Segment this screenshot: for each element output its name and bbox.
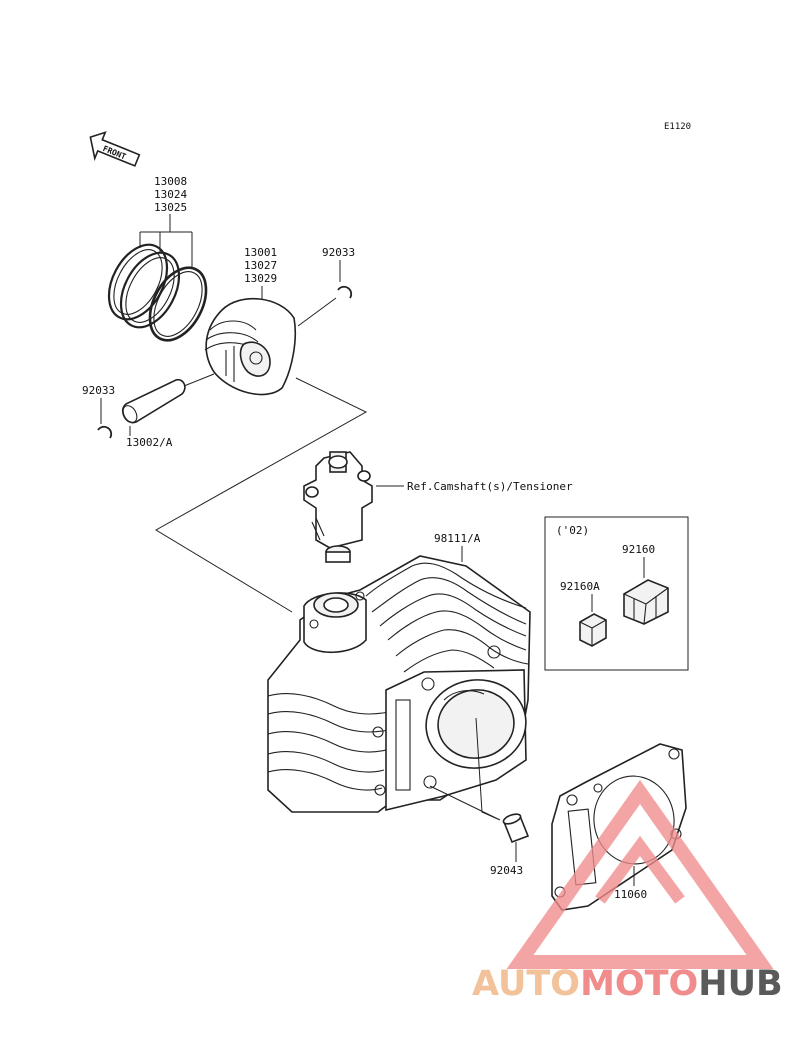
- svg-text:AUTOMOTOHUB: AUTOMOTOHUB: [472, 964, 783, 1004]
- label-13029: 13029: [244, 272, 277, 285]
- watermark-hub: HUB: [698, 964, 782, 1004]
- label-13027: 13027: [244, 259, 277, 272]
- diagram-code: E1120: [664, 122, 691, 132]
- front-arrow-icon: FRONT: [89, 131, 141, 167]
- label-92033-right: 92033: [322, 246, 355, 259]
- watermark-moto: MOTO: [580, 964, 698, 1004]
- label-tensioner-ref: Ref.Camshaft(s)/Tensioner: [407, 480, 573, 493]
- clip-left: [97, 425, 113, 439]
- label-92160a: 92160A: [560, 580, 600, 593]
- damper-92160: [623, 579, 669, 625]
- piston: [204, 297, 297, 396]
- label-13008: 13008: [154, 175, 187, 188]
- label-92033-left: 92033: [82, 384, 115, 397]
- label-11060: 11060: [614, 888, 647, 901]
- ring-set-labels: 13008 13024 13025: [154, 175, 187, 214]
- dowel-pin: [502, 813, 530, 844]
- piston-labels: 13001 13027 13029: [244, 246, 277, 285]
- damper-92160a: [579, 613, 607, 647]
- label-92043: 92043: [490, 864, 523, 877]
- piston-pin: [121, 378, 186, 424]
- watermark-text: AUTOMOTOHUB: [472, 964, 783, 1004]
- head-gasket: [551, 743, 687, 911]
- label-13025: 13025: [154, 201, 187, 214]
- label-98111-a: 98111/A: [434, 532, 481, 545]
- inset-title: ('02): [556, 524, 589, 537]
- label-13002-a: 13002/A: [126, 436, 173, 449]
- watermark-auto: AUTO: [472, 964, 580, 1004]
- clip-right: [337, 285, 353, 299]
- inset-box-02: ('02) 92160 92160A: [544, 516, 689, 671]
- cam-chain-tensioner: [303, 451, 373, 563]
- label-92160: 92160: [622, 543, 655, 556]
- cylinder: [267, 555, 531, 813]
- watermark-logo: [506, 779, 774, 969]
- label-13001: 13001: [244, 246, 277, 259]
- piston-rings: [107, 243, 208, 342]
- label-13024: 13024: [154, 188, 187, 201]
